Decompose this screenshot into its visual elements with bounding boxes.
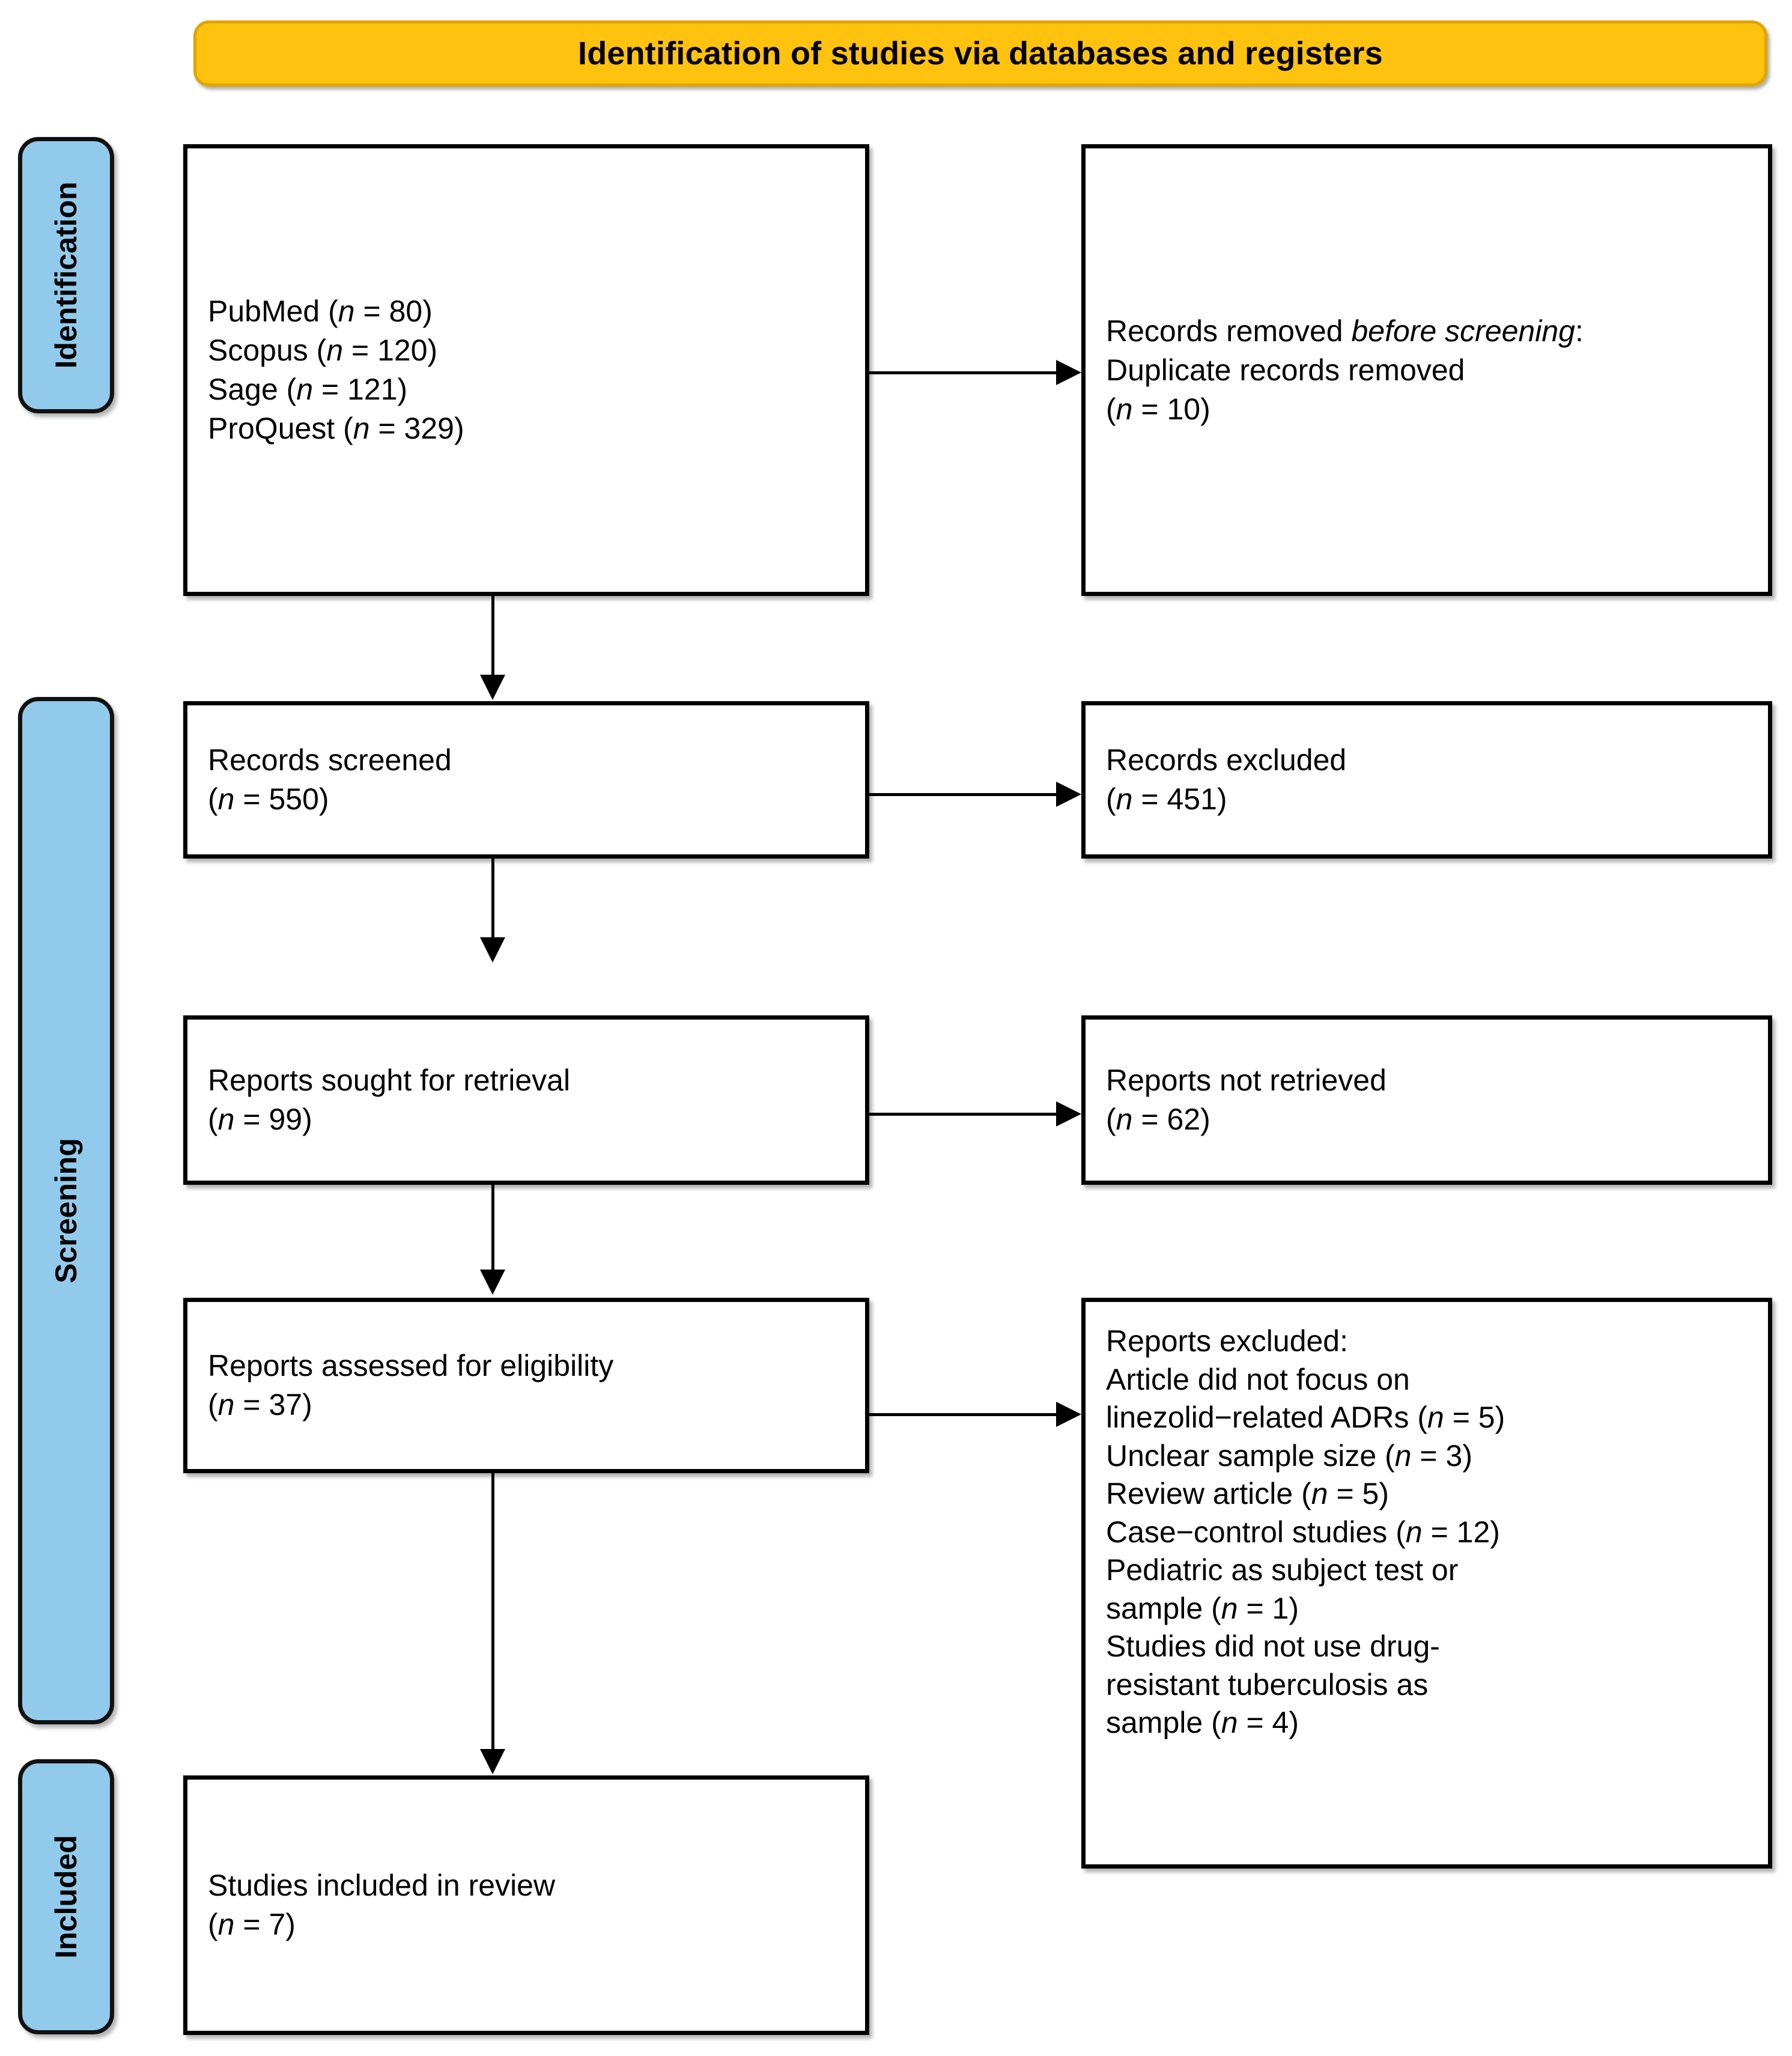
box-reports-assessed-text: Reports assessed for eligibility (n = 37…	[208, 1349, 614, 1422]
box-records-excluded: Records excluded (n = 451)	[1081, 701, 1772, 859]
arrow-identified-to-screened	[480, 596, 505, 701]
box-records-identified-text: PubMed (n = 80) Scopus (n = 120) Sage (n…	[208, 294, 464, 445]
arrow-sought-to-assessed	[480, 1185, 505, 1296]
box-records-screened: Records screened (n = 550)	[183, 701, 869, 859]
box-reports-excluded-text: Reports excluded: Article did not focus …	[1106, 1324, 1505, 1739]
box-studies-included: Studies included in review (n = 7)	[183, 1775, 869, 2035]
stage-pill-identification: Identification	[18, 137, 114, 413]
box-reports-sought-text: Reports sought for retrieval (n = 99)	[208, 1063, 571, 1136]
box-records-identified: PubMed (n = 80) Scopus (n = 120) Sage (n…	[183, 144, 869, 596]
arrow-screened-to-excluded	[869, 782, 1081, 807]
diagram-header-banner: Identification of studies via databases …	[193, 20, 1767, 87]
arrow-assessed-to-included	[480, 1473, 505, 1777]
arrow-sought-to-not-retrieved	[869, 1101, 1081, 1127]
stage-label-included: Included	[49, 1835, 83, 1959]
stage-pill-screening: Screening	[18, 697, 114, 1724]
box-reports-not-retrieved: Reports not retrieved (n = 62)	[1081, 1015, 1772, 1185]
stage-label-screening: Screening	[49, 1138, 83, 1283]
box-reports-assessed: Reports assessed for eligibility (n = 37…	[183, 1298, 869, 1473]
box-records-removed-before-screening: Records removed before screening: Duplic…	[1081, 144, 1772, 596]
stage-label-identification: Identification	[49, 181, 83, 369]
box-records-excluded-text: Records excluded (n = 451)	[1106, 743, 1347, 816]
diagram-header-title: Identification of studies via databases …	[578, 35, 1383, 71]
arrow-assessed-to-excluded	[869, 1402, 1081, 1427]
stage-pill-included: Included	[18, 1759, 114, 2034]
box-reports-sought: Reports sought for retrieval (n = 99)	[183, 1015, 869, 1185]
box-studies-included-text: Studies included in review (n = 7)	[208, 1869, 556, 1941]
box-records-screened-text: Records screened (n = 550)	[208, 743, 452, 816]
box-reports-not-retrieved-text: Reports not retrieved (n = 62)	[1106, 1063, 1387, 1136]
arrow-screened-to-sought	[480, 859, 505, 964]
arrow-identified-to-removed	[869, 360, 1081, 385]
box-reports-excluded: Reports excluded: Article did not focus …	[1081, 1298, 1772, 1869]
box-records-removed-before-screening-text: Records removed before screening: Duplic…	[1106, 314, 1584, 426]
